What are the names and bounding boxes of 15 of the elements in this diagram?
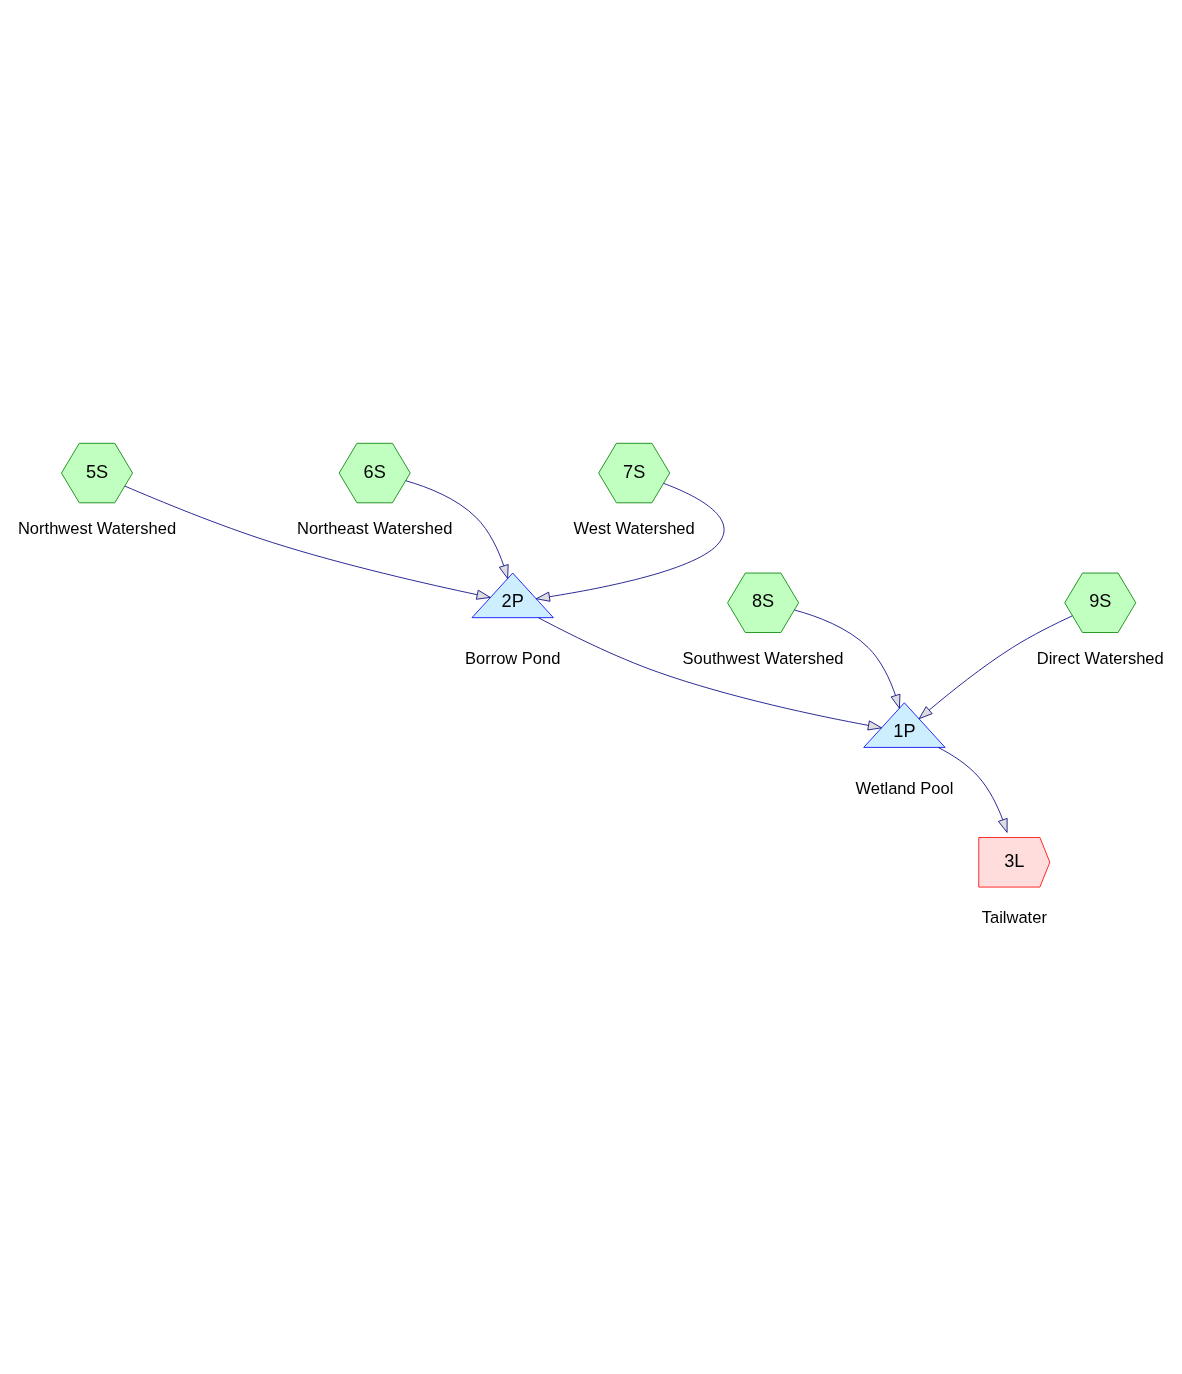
- arrow: [124, 485, 491, 600]
- node-label: Borrow Pond: [464, 648, 561, 668]
- arrow: [794, 609, 901, 709]
- arrow: [538, 616, 882, 730]
- node-label: Tailwater: [981, 907, 1047, 927]
- node-label: Wetland Pool: [855, 778, 954, 798]
- node-label: West Watershed: [573, 518, 695, 538]
- node-label: Northeast Watershed: [296, 518, 453, 538]
- arrow: [535, 482, 725, 602]
- node-label: Direct Watershed: [1036, 648, 1164, 668]
- node-label: Southwest Watershed: [682, 648, 844, 668]
- arrow: [918, 614, 1073, 719]
- arrow: [405, 479, 509, 579]
- arrow: [938, 746, 1008, 833]
- node-label: Northwest Watershed: [17, 518, 177, 538]
